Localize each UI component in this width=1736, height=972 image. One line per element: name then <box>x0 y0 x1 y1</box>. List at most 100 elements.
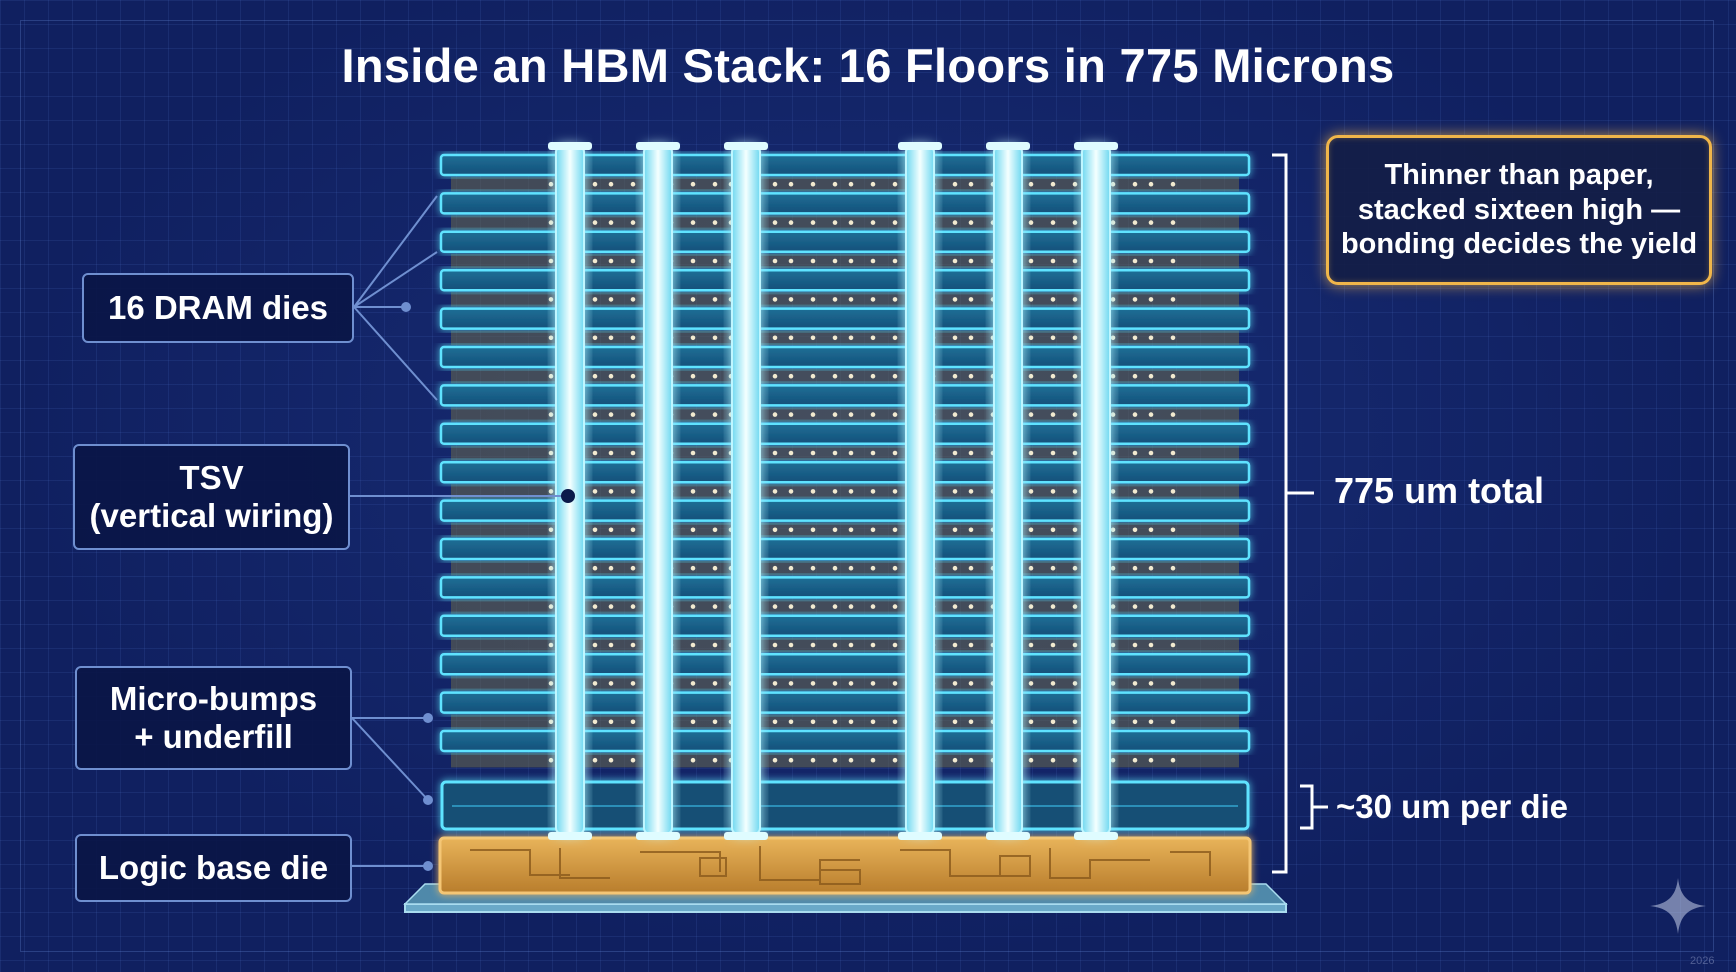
micro-bump <box>1170 412 1176 417</box>
micro-bump <box>870 719 876 725</box>
micro-bump <box>1132 450 1138 456</box>
micro-bump <box>1028 642 1034 648</box>
micro-bump <box>952 258 958 264</box>
micro-bump <box>608 757 614 763</box>
micro-bump <box>548 719 554 725</box>
bumps-leader <box>351 717 429 801</box>
micro-bump <box>592 220 598 225</box>
micro-bump <box>712 412 718 417</box>
micro-bump <box>848 719 854 725</box>
micro-bump <box>1148 335 1154 341</box>
micro-bump <box>952 642 958 648</box>
tsv-leader-dot <box>561 489 575 503</box>
micro-bump <box>772 757 778 763</box>
micro-bump <box>968 181 974 187</box>
micro-bump <box>870 181 876 187</box>
micro-bump <box>592 373 598 379</box>
micro-bump <box>810 335 816 341</box>
micro-bump <box>788 335 794 341</box>
micro-bump <box>608 181 614 187</box>
per-die-label: ~30 um per die <box>1336 788 1569 825</box>
micro-bump <box>870 450 876 456</box>
micro-bump <box>592 604 598 609</box>
micro-bump <box>1170 719 1176 725</box>
micro-bump <box>788 450 794 456</box>
micro-bump <box>892 297 898 302</box>
label-tsv-title: TSV <box>179 459 244 497</box>
micro-bump <box>1110 450 1116 456</box>
micro-bump <box>630 220 636 225</box>
micro-bump <box>630 642 636 648</box>
micro-bump <box>968 258 974 264</box>
micro-bump <box>1050 527 1056 533</box>
micro-bump <box>870 297 876 302</box>
tsv-pillar <box>986 142 1030 840</box>
micro-bump <box>1132 297 1138 302</box>
logic-base-die <box>438 836 1252 895</box>
micro-bump <box>1072 220 1078 225</box>
micro-bump <box>788 757 794 763</box>
label-micro-bumps: Micro-bumps + underfill <box>75 666 352 770</box>
micro-bump <box>952 681 958 686</box>
micro-bump <box>832 258 838 264</box>
micro-bump <box>608 719 614 725</box>
micro-bump <box>832 297 838 302</box>
micro-bump <box>870 565 876 571</box>
micro-bump <box>892 642 898 648</box>
micro-bump <box>712 335 718 341</box>
micro-bump <box>892 681 898 686</box>
micro-bump <box>892 412 898 417</box>
micro-bump <box>592 181 598 187</box>
micro-bump <box>608 412 614 417</box>
micro-bump <box>772 604 778 609</box>
micro-bump <box>810 181 816 187</box>
micro-bump <box>630 757 636 763</box>
micro-bump <box>712 565 718 571</box>
micro-bump <box>832 604 838 609</box>
micro-bump <box>968 220 974 225</box>
micro-bump <box>788 681 794 686</box>
micro-bump <box>772 220 778 225</box>
micro-bump <box>968 681 974 686</box>
micro-bump <box>832 335 838 341</box>
micro-bump <box>870 373 876 379</box>
micro-bump <box>548 373 554 379</box>
micro-bump <box>892 335 898 341</box>
micro-bump <box>832 757 838 763</box>
micro-bump <box>848 681 854 686</box>
micro-bump <box>810 258 816 264</box>
micro-bump <box>870 258 876 264</box>
micro-bump <box>848 450 854 456</box>
total-height-bracket <box>1272 153 1314 874</box>
micro-bump <box>1110 757 1116 763</box>
micro-bump <box>832 527 838 533</box>
micro-bump <box>1132 527 1138 533</box>
micro-bump <box>1110 373 1116 379</box>
micro-bump <box>1028 335 1034 341</box>
micro-bump <box>1050 181 1056 187</box>
micro-bump <box>952 412 958 417</box>
micro-bump <box>832 681 838 686</box>
micro-bump <box>1028 489 1034 494</box>
micro-bump <box>1170 604 1176 609</box>
micro-bump <box>592 489 598 494</box>
per-die-bracket <box>1300 784 1328 830</box>
micro-bump <box>952 489 958 494</box>
micro-bump <box>712 604 718 609</box>
micro-bump <box>1132 719 1138 725</box>
micro-bump <box>608 335 614 341</box>
micro-bump <box>1132 373 1138 379</box>
micro-bump <box>712 220 718 225</box>
micro-bump <box>1148 181 1154 187</box>
micro-bump <box>952 719 958 725</box>
micro-bump <box>548 527 554 533</box>
micro-bump <box>690 335 696 341</box>
micro-bump <box>772 681 778 686</box>
micro-bump <box>548 642 554 648</box>
micro-bump <box>1170 258 1176 264</box>
page-title: Inside an HBM Stack: 16 Floors in 775 Mi… <box>341 39 1395 92</box>
micro-bump <box>1028 450 1034 456</box>
micro-bump <box>788 258 794 264</box>
micro-bump <box>608 527 614 533</box>
